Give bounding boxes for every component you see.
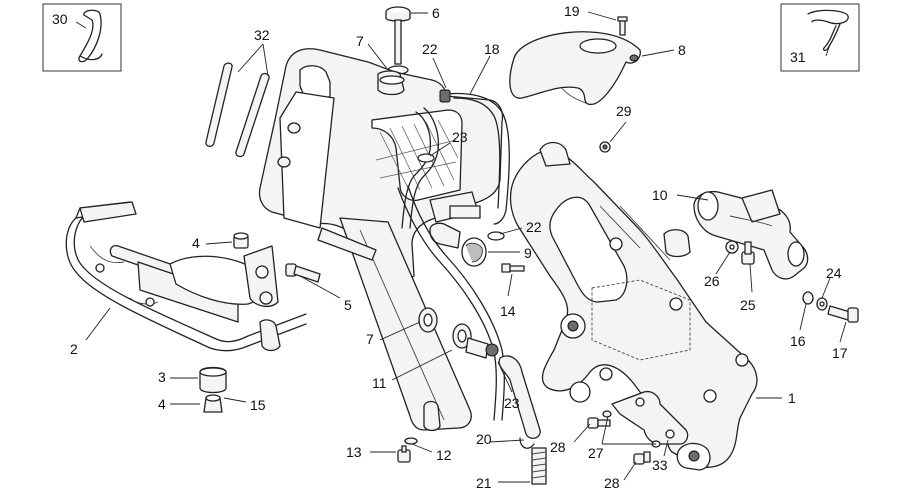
callout-2: 2 [70,341,78,357]
part-33-bracket [611,390,689,445]
callout-28: 28 [550,439,566,455]
part-2-bar [65,201,307,352]
callout-33: 33 [652,457,668,473]
callout-6: 6 [432,5,440,21]
part-7-grommets [418,307,499,359]
part-16-24-washers [802,291,828,311]
callout-21: 21 [476,475,492,491]
callout-4-lower: 4 [158,396,166,412]
callout-23: 23 [452,129,468,145]
part-19-screw [617,16,628,36]
callout-15: 15 [250,397,266,413]
part-6-cap [385,6,411,75]
callout-24: 24 [826,265,842,281]
part-8-cover [509,31,641,105]
callout-20: 20 [476,431,492,447]
callout-31: 31 [790,49,806,65]
part-26-washer [725,240,739,254]
part-4-nut-upper [233,232,249,249]
callout-18: 18 [484,41,500,57]
callout-labels: 30 32 6 7 22 18 19 8 31 23 29 10 4 22 9 … [52,3,848,491]
leader-lines [75,11,847,483]
callout-12: 12 [436,447,452,463]
callout-3: 3 [158,369,166,385]
callout-1: 1 [788,390,796,406]
part-32-strips [205,62,270,158]
callout-30: 30 [52,11,68,27]
part-5-bolt [285,263,321,283]
callout-5: 5 [344,297,352,313]
inset-box-31 [780,3,860,72]
callout-27: 27 [588,445,604,461]
callout-22: 22 [422,41,438,57]
part-28-bolts [587,410,661,465]
callout-19: 19 [564,3,580,19]
part-13-bolt [397,437,418,463]
callout-7: 7 [356,33,364,49]
part-25-bolt [741,241,755,265]
callout-7-lower: 7 [366,331,374,347]
part-21-spring [531,447,547,485]
callout-14: 14 [500,303,516,319]
main-frame-body [258,48,525,432]
callout-10: 10 [652,187,668,203]
callout-17: 17 [832,345,848,361]
callout-28-lower: 28 [604,475,620,491]
callout-11: 11 [372,375,387,391]
part-29-nut [599,141,611,153]
callout-23-lower: 23 [504,395,520,411]
inset-box-30 [42,3,122,72]
hoses [397,89,510,421]
callout-13: 13 [346,444,362,460]
part-3-mount [199,366,227,413]
callout-25: 25 [740,297,756,313]
callout-8: 8 [678,42,686,58]
callout-4: 4 [192,235,200,251]
callout-22-lower: 22 [526,219,542,235]
callout-32: 32 [254,27,270,43]
callout-29: 29 [616,103,632,119]
callout-26: 26 [704,273,720,289]
callout-9: 9 [524,245,532,261]
part-1-rear-frame [509,141,758,471]
part-10-pivot [693,189,809,280]
callout-16: 16 [790,333,806,349]
part-17-bolt [827,305,859,323]
